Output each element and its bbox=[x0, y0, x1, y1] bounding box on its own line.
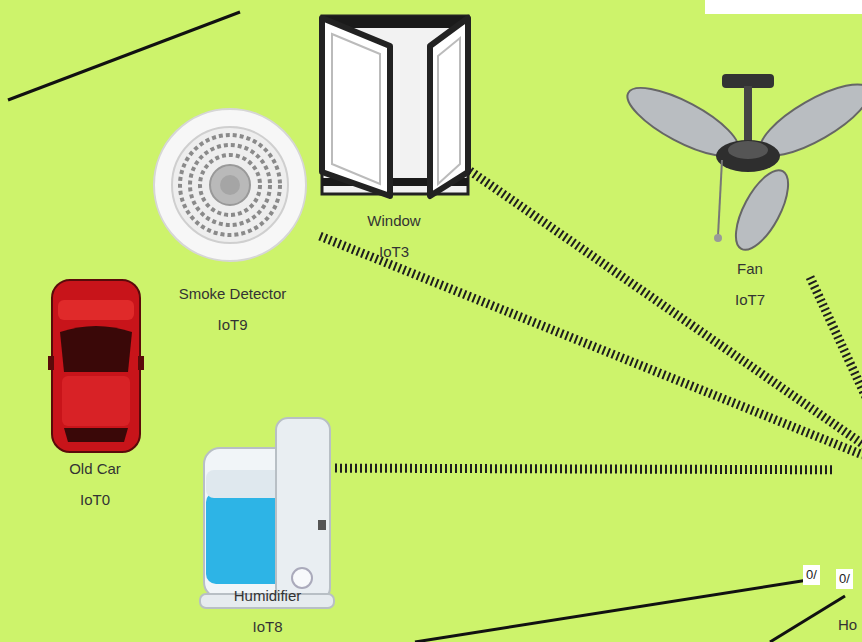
device-node: WindowIoT3 bbox=[318, 15, 470, 267]
device-label: Window bbox=[367, 205, 420, 236]
cable bbox=[8, 12, 240, 100]
device-node: FanIoT7 bbox=[690, 60, 810, 315]
humidifier-icon bbox=[200, 418, 334, 608]
wireless-link bbox=[320, 236, 862, 455]
device-label: IoT0 bbox=[80, 484, 110, 515]
device-label: IoT7 bbox=[735, 284, 765, 315]
window-icon bbox=[322, 16, 468, 196]
smoke-detector-icon bbox=[154, 109, 306, 261]
device-label: Humidifier bbox=[234, 580, 302, 611]
device-node: Old CarIoT0 bbox=[40, 275, 150, 515]
port-label: 0/ bbox=[803, 565, 820, 585]
wireless-link bbox=[810, 277, 862, 455]
cable bbox=[415, 580, 808, 642]
device-label: IoT3 bbox=[379, 236, 409, 267]
wired-links bbox=[8, 12, 845, 642]
device-node: HumidifierIoT8 bbox=[200, 415, 335, 642]
device-node: Smoke DetectorIoT9 bbox=[145, 105, 320, 340]
device-label: Smoke Detector bbox=[179, 278, 287, 309]
device-label: Ho bbox=[838, 609, 857, 640]
wireless-link bbox=[470, 171, 862, 455]
ceiling-fan-icon bbox=[619, 72, 862, 258]
port-label: 0/ bbox=[836, 569, 853, 589]
device-node: Ho bbox=[835, 455, 862, 640]
device-label: Fan bbox=[737, 253, 763, 284]
device-label: Old Car bbox=[69, 453, 121, 484]
workspace-edge bbox=[705, 0, 862, 14]
device-label: IoT8 bbox=[252, 611, 282, 642]
wireless-link bbox=[335, 468, 835, 470]
device-label: IoT9 bbox=[217, 309, 247, 340]
car-icon bbox=[48, 280, 144, 452]
cable bbox=[770, 596, 845, 642]
